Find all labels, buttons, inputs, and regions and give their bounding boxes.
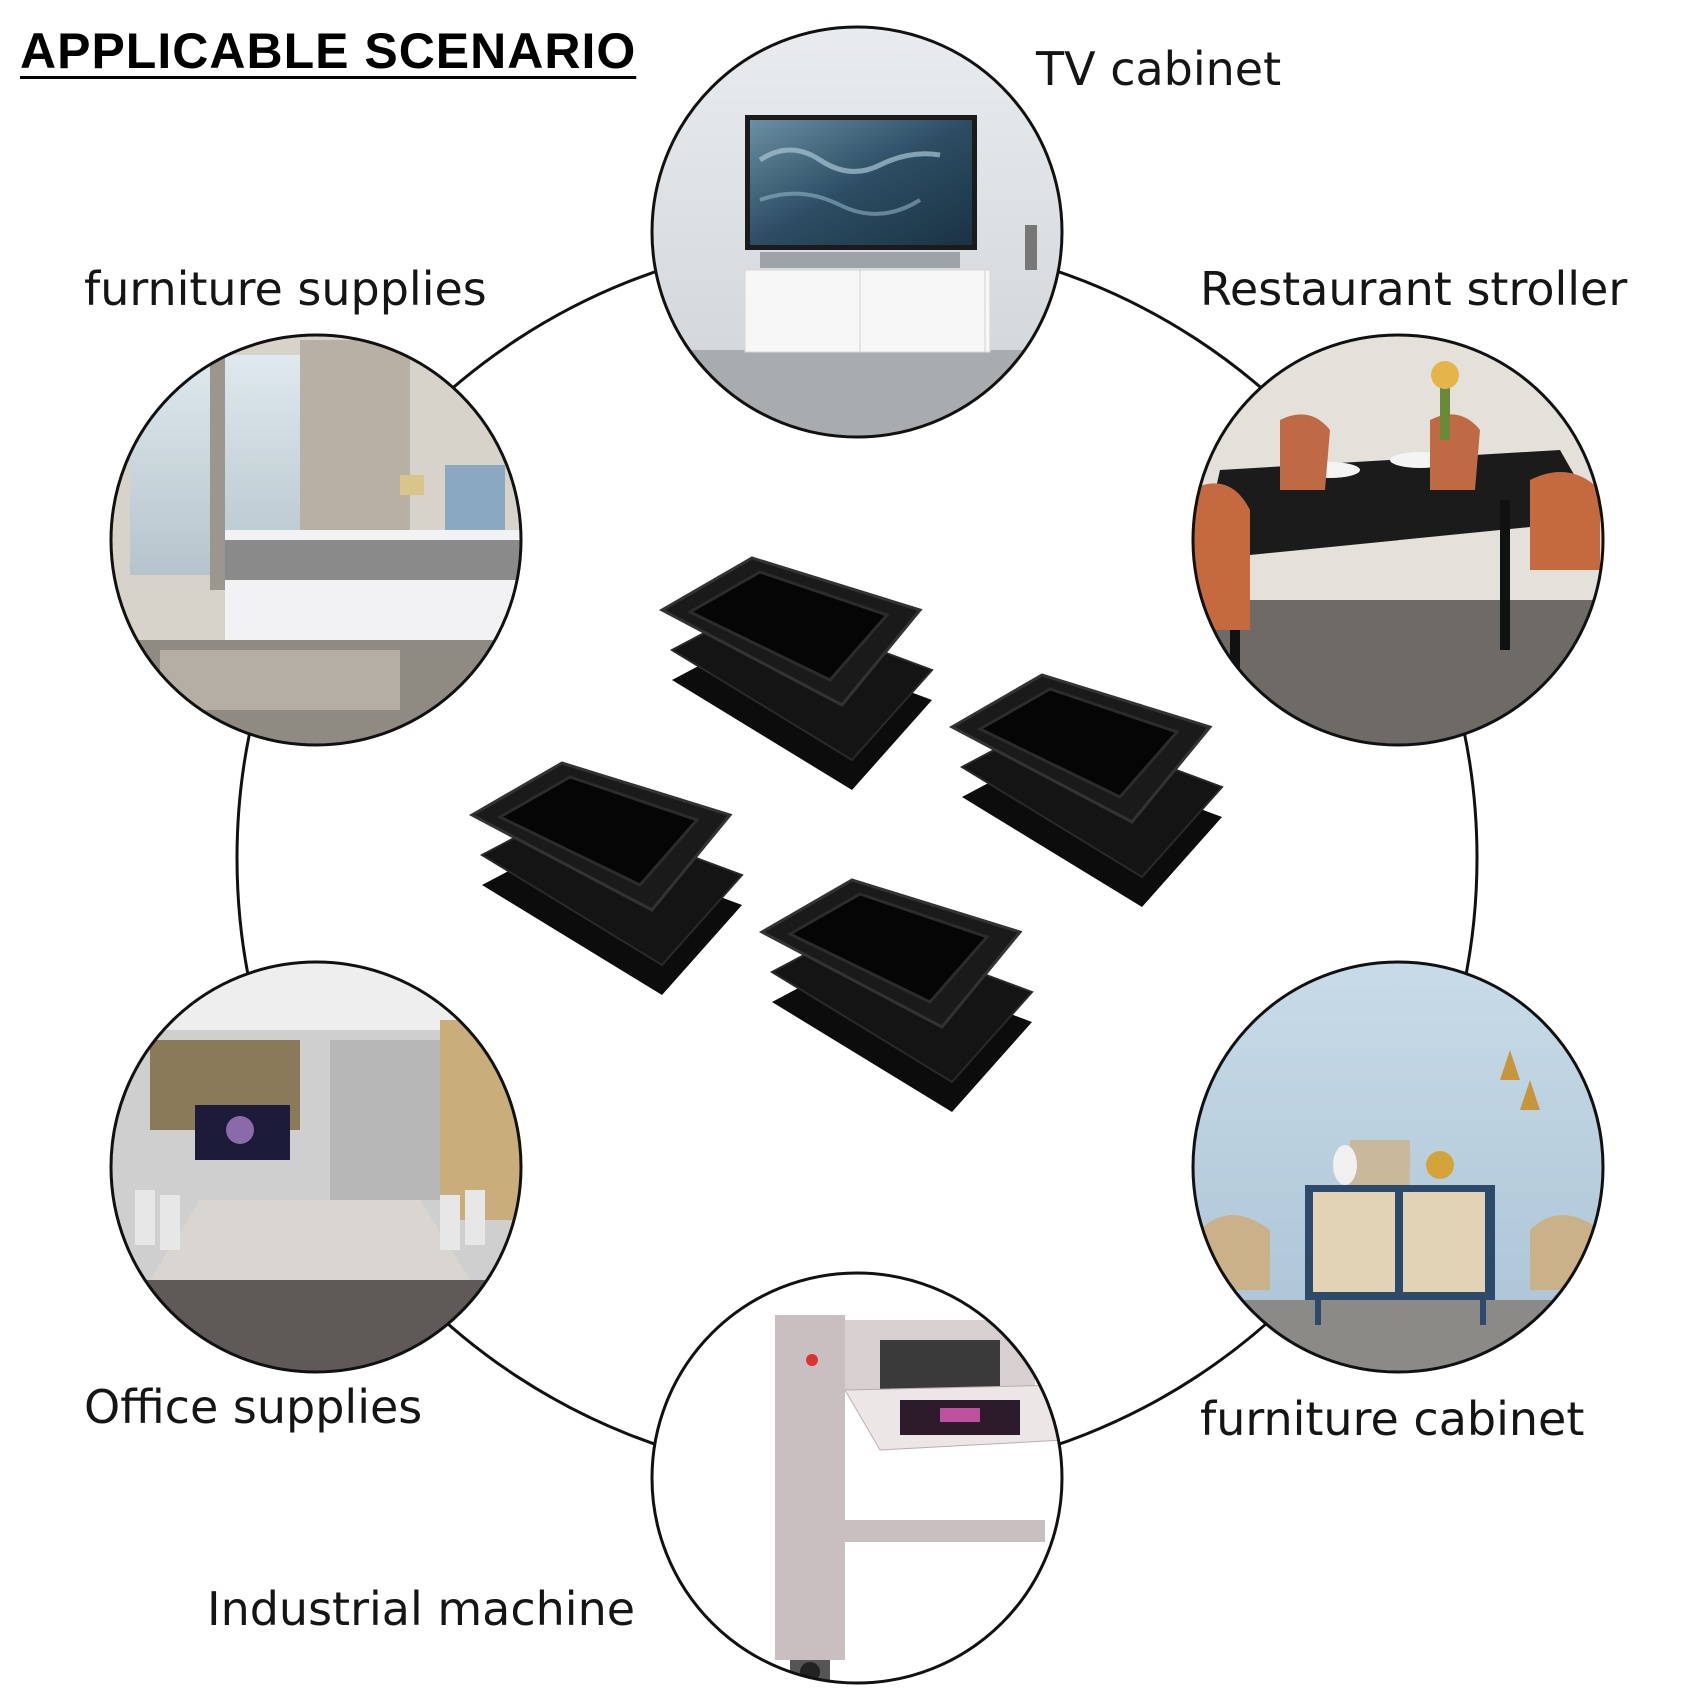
page-title: APPLICABLE SCENARIO	[20, 23, 637, 79]
label-furniture-supplies: furniture supplies	[84, 262, 487, 316]
square-tube-end-cap-icon	[658, 556, 934, 790]
label-restaurant-stroller: Restaurant stroller	[1200, 262, 1628, 316]
label-furniture-cabinet: furniture cabinet	[1200, 1392, 1585, 1446]
label-industrial-machine: Industrial machine	[207, 1582, 636, 1636]
sideboard-cabinet-photo	[1191, 960, 1605, 1374]
embroidery-machine-photo	[650, 1271, 1064, 1685]
square-tube-end-cap-icon	[948, 673, 1224, 907]
bedroom-photo	[109, 333, 523, 747]
label-tv-cabinet: TV cabinet	[1036, 42, 1282, 96]
conference-room-photo	[109, 960, 523, 1374]
dining-room-photo	[1191, 333, 1605, 747]
product-end-caps	[468, 556, 1224, 1112]
tv-cabinet-photo	[650, 25, 1064, 439]
square-tube-end-cap-icon	[758, 878, 1034, 1112]
square-tube-end-cap-icon	[468, 761, 744, 995]
label-office-supplies: Office supplies	[84, 1380, 423, 1434]
